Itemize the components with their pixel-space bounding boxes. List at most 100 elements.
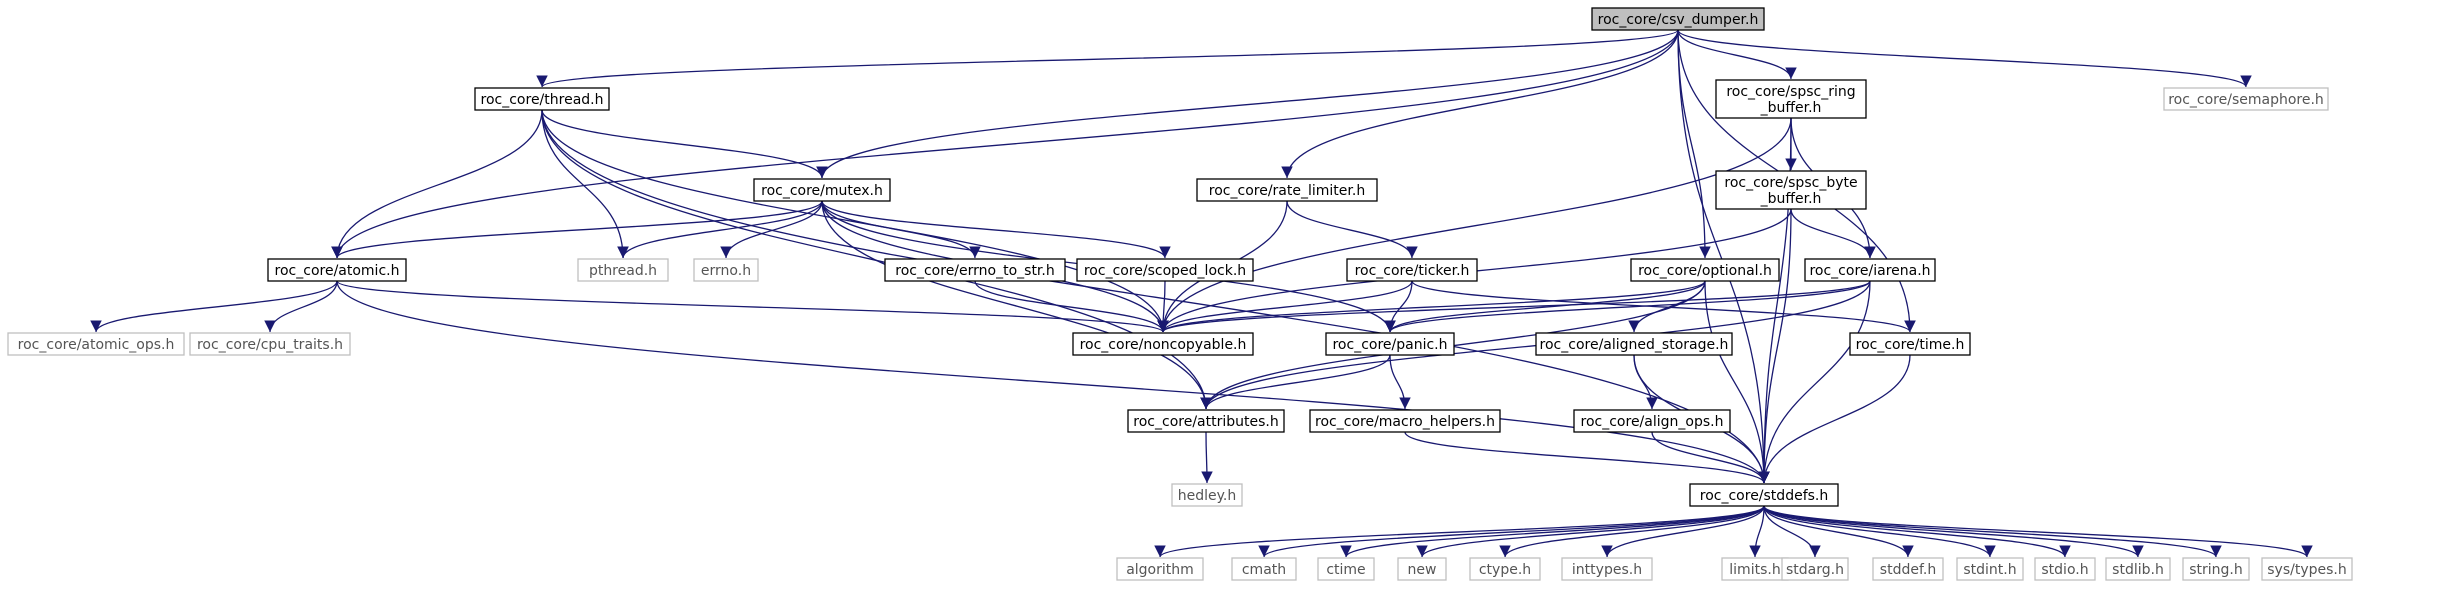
node-box [2034, 557, 2096, 581]
node-label: stdint.h [1963, 562, 2016, 578]
node-box [2105, 557, 2171, 581]
node-box [1781, 557, 1849, 581]
node-box [474, 87, 610, 111]
node-label: _buffer.h [1760, 191, 1822, 207]
edge-mutex-to-attributes [821, 200, 1212, 410]
node-errno-to-str[interactable]: roc_core/errno_to_str.h [884, 258, 1066, 282]
node-hedley: hedley.h [1171, 483, 1243, 507]
edge-panic-to-macro_helpers [1389, 354, 1411, 410]
node-align-ops[interactable]: roc_core/align_ops.h [1573, 409, 1731, 433]
node-label: inttypes.h [1572, 562, 1642, 578]
edge-csv_dumper-to-mutex [816, 29, 1679, 179]
node-macro-helpers[interactable]: roc_core/macro_helpers.h [1309, 409, 1501, 433]
node-label: roc_core/panic.h [1332, 337, 1447, 353]
edge-mutex-to-errno_to_str [821, 200, 981, 259]
node-box [7, 332, 185, 356]
node-label: roc_core/align_ops.h [1581, 414, 1724, 430]
node-aligned-storage[interactable]: roc_core/aligned_storage.h [1535, 332, 1733, 356]
node-box [1171, 483, 1243, 507]
node-label: stddef.h [1880, 562, 1936, 578]
node-label: roc_core/atomic_ops.h [18, 337, 175, 353]
node-label: roc_core/thread.h [481, 92, 604, 108]
node-box [1689, 483, 1839, 507]
node-box [1591, 7, 1765, 31]
node-box [1076, 258, 1254, 282]
node-optional[interactable]: roc_core/optional.h [1630, 258, 1780, 282]
edge-spsc_ring-to-noncopyable [1157, 117, 1792, 333]
node-new: new [1397, 557, 1447, 581]
node-label: roc_core/aligned_storage.h [1540, 337, 1729, 353]
node-box [1630, 258, 1780, 282]
node-box [753, 178, 891, 202]
node-atomic[interactable]: roc_core/atomic.h [267, 258, 407, 282]
node-label: stdarg.h [1786, 562, 1844, 578]
node-attributes[interactable]: roc_core/attributes.h [1127, 409, 1285, 433]
node-ctime: ctime [1317, 557, 1375, 581]
node-noncopyable[interactable]: roc_core/noncopyable.h [1072, 332, 1254, 356]
node-panic[interactable]: roc_core/panic.h [1325, 332, 1455, 356]
node-label: roc_core/macro_helpers.h [1315, 414, 1495, 430]
edge-thread-to-pthread [541, 109, 629, 259]
node-label: sys/types.h [2267, 562, 2346, 578]
node-label: errno.h [701, 263, 751, 279]
node-rate-limiter[interactable]: roc_core/rate_limiter.h [1196, 178, 1378, 202]
edge-stddefs-to-limits [1749, 505, 1765, 558]
node-semaphore: roc_core/semaphore.h [2163, 87, 2329, 111]
node-box [1196, 178, 1378, 202]
node-box [1804, 258, 1936, 282]
edges-layer [90, 29, 2313, 558]
node-label: roc_core/ticker.h [1355, 263, 1470, 279]
node-iarena[interactable]: roc_core/iarena.h [1804, 258, 1936, 282]
node-box [2182, 557, 2250, 581]
node-label: hedley.h [1178, 488, 1237, 504]
node-box [1397, 557, 1447, 581]
node-label: cmath [1242, 562, 1286, 578]
edge-stddefs-to-stdlib [1763, 505, 2144, 558]
node-ticker[interactable]: roc_core/ticker.h [1346, 258, 1478, 282]
node-errno: errno.h [693, 258, 759, 282]
node-label: roc_core/csv_dumper.h [1598, 12, 1759, 28]
edge-csv_dumper-to-thread [536, 29, 1679, 88]
node-atomic-ops: roc_core/atomic_ops.h [7, 332, 185, 356]
node-label: roc_core/scoped_lock.h [1084, 263, 1246, 279]
edge-stddefs-to-algorithm [1154, 505, 1765, 558]
node-scoped-lock[interactable]: roc_core/scoped_lock.h [1076, 258, 1254, 282]
node-thread[interactable]: roc_core/thread.h [474, 87, 610, 111]
node-csv-dumper[interactable]: roc_core/csv_dumper.h [1591, 7, 1765, 31]
edge-ticker-to-noncopyable [1157, 280, 1413, 333]
node-spsc-byte[interactable]: roc_core/spsc_byte_buffer.h [1715, 170, 1867, 210]
node-box [1325, 332, 1455, 356]
edge-stddefs-to-ctime [1340, 505, 1765, 558]
edge-stddefs-to-stddef [1763, 505, 1914, 558]
node-stddefs[interactable]: roc_core/stddefs.h [1689, 483, 1839, 507]
edge-optional-to-stddefs [1704, 280, 1770, 484]
edge-atomic-to-stddefs [336, 280, 1770, 484]
node-label: roc_core/optional.h [1638, 263, 1772, 279]
node-label: ctime [1326, 562, 1365, 578]
node-label: stdlib.h [2112, 562, 2164, 578]
node-mutex[interactable]: roc_core/mutex.h [753, 178, 891, 202]
node-stdint: stdint.h [1956, 557, 2024, 581]
edge-thread-to-mutex [541, 109, 828, 179]
node-time[interactable]: roc_core/time.h [1849, 332, 1971, 356]
edge-optional-to-noncopyable [1157, 280, 1706, 333]
node-label: roc_core/iarena.h [1809, 263, 1930, 279]
node-label: roc_core/rate_limiter.h [1209, 183, 1365, 199]
node-ctype: ctype.h [1469, 557, 1541, 581]
edge-csv_dumper-to-stddefs [1677, 29, 1770, 484]
node-label: roc_core/time.h [1856, 337, 1965, 353]
node-cmath: cmath [1231, 557, 1297, 581]
node-cpu-traits: roc_core/cpu_traits.h [189, 332, 351, 356]
node-stddef: stddef.h [1872, 557, 1944, 581]
edge-stddefs-to-inttypes [1601, 505, 1765, 558]
node-box [1231, 557, 1297, 581]
edge-spsc_byte-to-iarena [1790, 208, 1876, 259]
node-label: ctype.h [1479, 562, 1531, 578]
node-label: roc_core/mutex.h [761, 183, 883, 199]
edge-stddefs-to-stdint [1763, 505, 1996, 558]
edge-stddefs-to-new [1416, 505, 1765, 558]
node-algorithm: algorithm [1116, 557, 1204, 581]
node-spsc-ring[interactable]: roc_core/spsc_ring_buffer.h [1715, 79, 1867, 119]
edge-mutex-to-pthread [617, 200, 823, 259]
